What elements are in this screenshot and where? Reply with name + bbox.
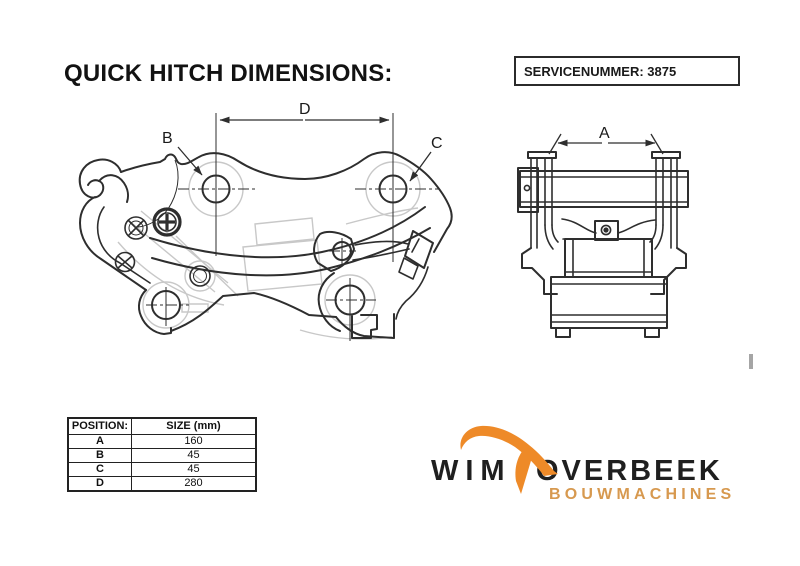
side-view-drawing: D B C	[78, 101, 453, 341]
dim-label-d: D	[299, 101, 311, 118]
dim-label-c: C	[431, 135, 443, 152]
page-title: QUICK HITCH DIMENSIONS:	[64, 60, 393, 87]
hitch-body-outline	[78, 151, 453, 339]
scan-artifact-mark	[749, 354, 753, 369]
position-cell: C	[67, 462, 132, 477]
size-cell: 160	[131, 434, 257, 449]
pin-holes-and-bolts	[114, 159, 408, 320]
size-cell: 280	[131, 476, 257, 492]
reference-geometry	[117, 161, 421, 340]
size-header: SIZE (mm)	[131, 417, 257, 435]
table-row: D 280	[67, 476, 257, 492]
position-cell: D	[67, 476, 132, 492]
front-body-outline	[517, 151, 689, 338]
arrow-c	[409, 151, 432, 182]
hole-b	[201, 174, 231, 204]
logo-text-bouwmachines: BOUWMACHINES	[549, 486, 736, 503]
arrow-b	[177, 146, 203, 176]
hole-c	[378, 174, 408, 204]
latch-cable	[137, 159, 179, 228]
hook-outline	[78, 158, 122, 199]
service-number-box: SERVICENUMMER: 3875	[514, 56, 740, 86]
position-cell: B	[67, 448, 132, 463]
dimension-a	[548, 133, 664, 155]
logo-text-overbeek: OVERBEEK	[536, 455, 723, 487]
table-row: C 45	[67, 462, 257, 477]
dim-label-b: B	[162, 130, 173, 147]
logo-text-wim: WIM	[431, 455, 512, 487]
position-cell: A	[67, 434, 132, 449]
table-row: A 160	[67, 434, 257, 449]
service-number-text: SERVICENUMMER: 3875	[524, 63, 677, 79]
front-view-drawing: A	[517, 125, 689, 338]
size-cell: 45	[131, 462, 257, 477]
dimensions-table: POSITION: SIZE (mm) A 160 B 45 C 45 D 28…	[67, 417, 257, 492]
company-logo: WIM OVERBEEK BOUWMACHINES	[428, 415, 731, 510]
size-cell: 45	[131, 448, 257, 463]
table-header-row: POSITION: SIZE (mm)	[67, 417, 257, 435]
position-header: POSITION:	[67, 417, 132, 435]
dimension-d	[177, 116, 432, 182]
dim-label-a: A	[599, 125, 610, 142]
excavator-arm-icon	[460, 425, 558, 494]
table-row: B 45	[67, 448, 257, 463]
